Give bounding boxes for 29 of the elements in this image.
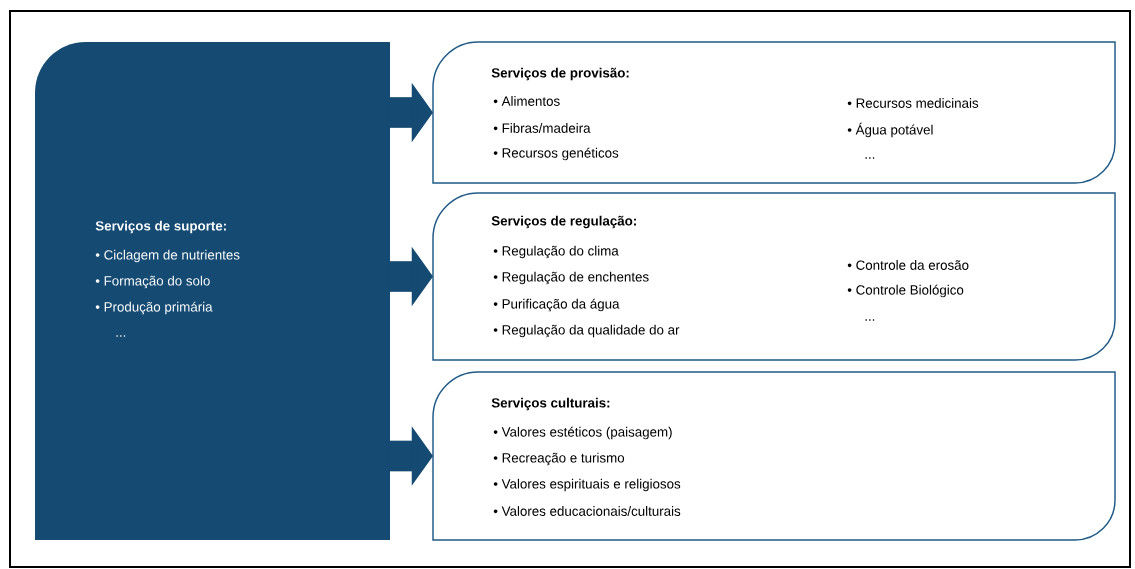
support-box bbox=[35, 42, 390, 540]
bullet-item: • Valores educacionais/culturais bbox=[493, 506, 681, 516]
bullet-item: • Regulação do clima bbox=[493, 245, 619, 259]
bullet-item: • Produção primária bbox=[95, 301, 213, 315]
service-box bbox=[432, 371, 1116, 541]
bullet-item: • Regulação da qualidade do ar bbox=[493, 324, 680, 338]
bullet-item: • Regulação de enchentes bbox=[493, 271, 649, 285]
bullet-item: • Água potável bbox=[847, 122, 933, 138]
bullet-item: • Fibras/madeira bbox=[493, 123, 591, 133]
bullet-item: ... bbox=[865, 157, 875, 159]
bullet-item: ... bbox=[116, 335, 126, 337]
bullet-item: • Ciclagem de nutrientes bbox=[95, 249, 240, 263]
bullet-item: • Valores estéticos (paisagem) bbox=[493, 426, 672, 440]
service-box bbox=[432, 192, 1116, 361]
bullet-item: • Recursos genéticos bbox=[493, 147, 619, 161]
bullet-item: • Purificação da água bbox=[493, 298, 620, 312]
bullet-item: • Alimentos bbox=[493, 96, 560, 106]
bullet-item: • Recursos medicinais bbox=[847, 98, 979, 108]
bullet-item: • Valores espirituais e religiosos bbox=[493, 478, 681, 492]
bullet-item: • Controle da erosão bbox=[847, 260, 969, 270]
bullet-item: ... bbox=[865, 319, 875, 321]
box-heading: Serviços de suporte: bbox=[95, 220, 226, 234]
bullet-item: • Controle Biológico bbox=[847, 284, 964, 298]
service-box bbox=[432, 41, 1116, 184]
box-heading: Serviços de provisão: bbox=[491, 67, 629, 81]
bullet-item: • Recreação e turismo bbox=[493, 452, 625, 466]
bullet-item: • Formação do solo bbox=[95, 275, 210, 289]
box-heading: Serviços culturais: bbox=[491, 397, 610, 411]
box-heading: Serviços de regulação: bbox=[491, 215, 636, 229]
